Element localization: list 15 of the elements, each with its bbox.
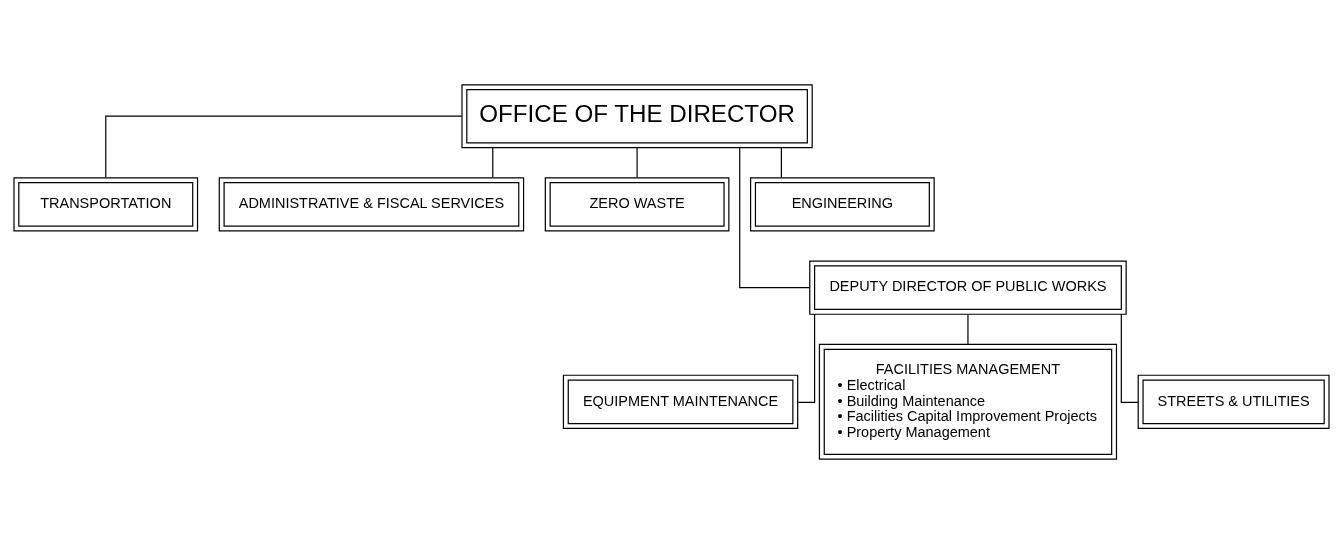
node-box: ENGINEERING xyxy=(750,177,935,232)
node-box: TRANSPORTATION xyxy=(13,177,199,232)
connector xyxy=(967,314,969,345)
node-box: ADMINISTRATIVE & FISCAL SERVICES xyxy=(218,177,525,232)
connector xyxy=(492,147,494,179)
node-box: ZERO WASTE xyxy=(544,177,730,232)
connector xyxy=(105,115,463,179)
node-box: DEPUTY DIRECTOR OF PUBLIC WORKS xyxy=(809,260,1127,315)
connector xyxy=(636,147,638,179)
connector xyxy=(780,147,782,179)
connector xyxy=(739,147,811,289)
node-box: OFFICE OF THE DIRECTOR xyxy=(461,84,813,149)
node-box: FACILITIES MANAGEMENT • Electrical • Building Maintenance • Facilities Capital Improvement Projects • Property Management xyxy=(818,343,1118,460)
node-box: EQUIPMENT MAINTENANCE xyxy=(562,374,799,429)
node-box: STREETS & UTILITIES xyxy=(1137,374,1330,429)
